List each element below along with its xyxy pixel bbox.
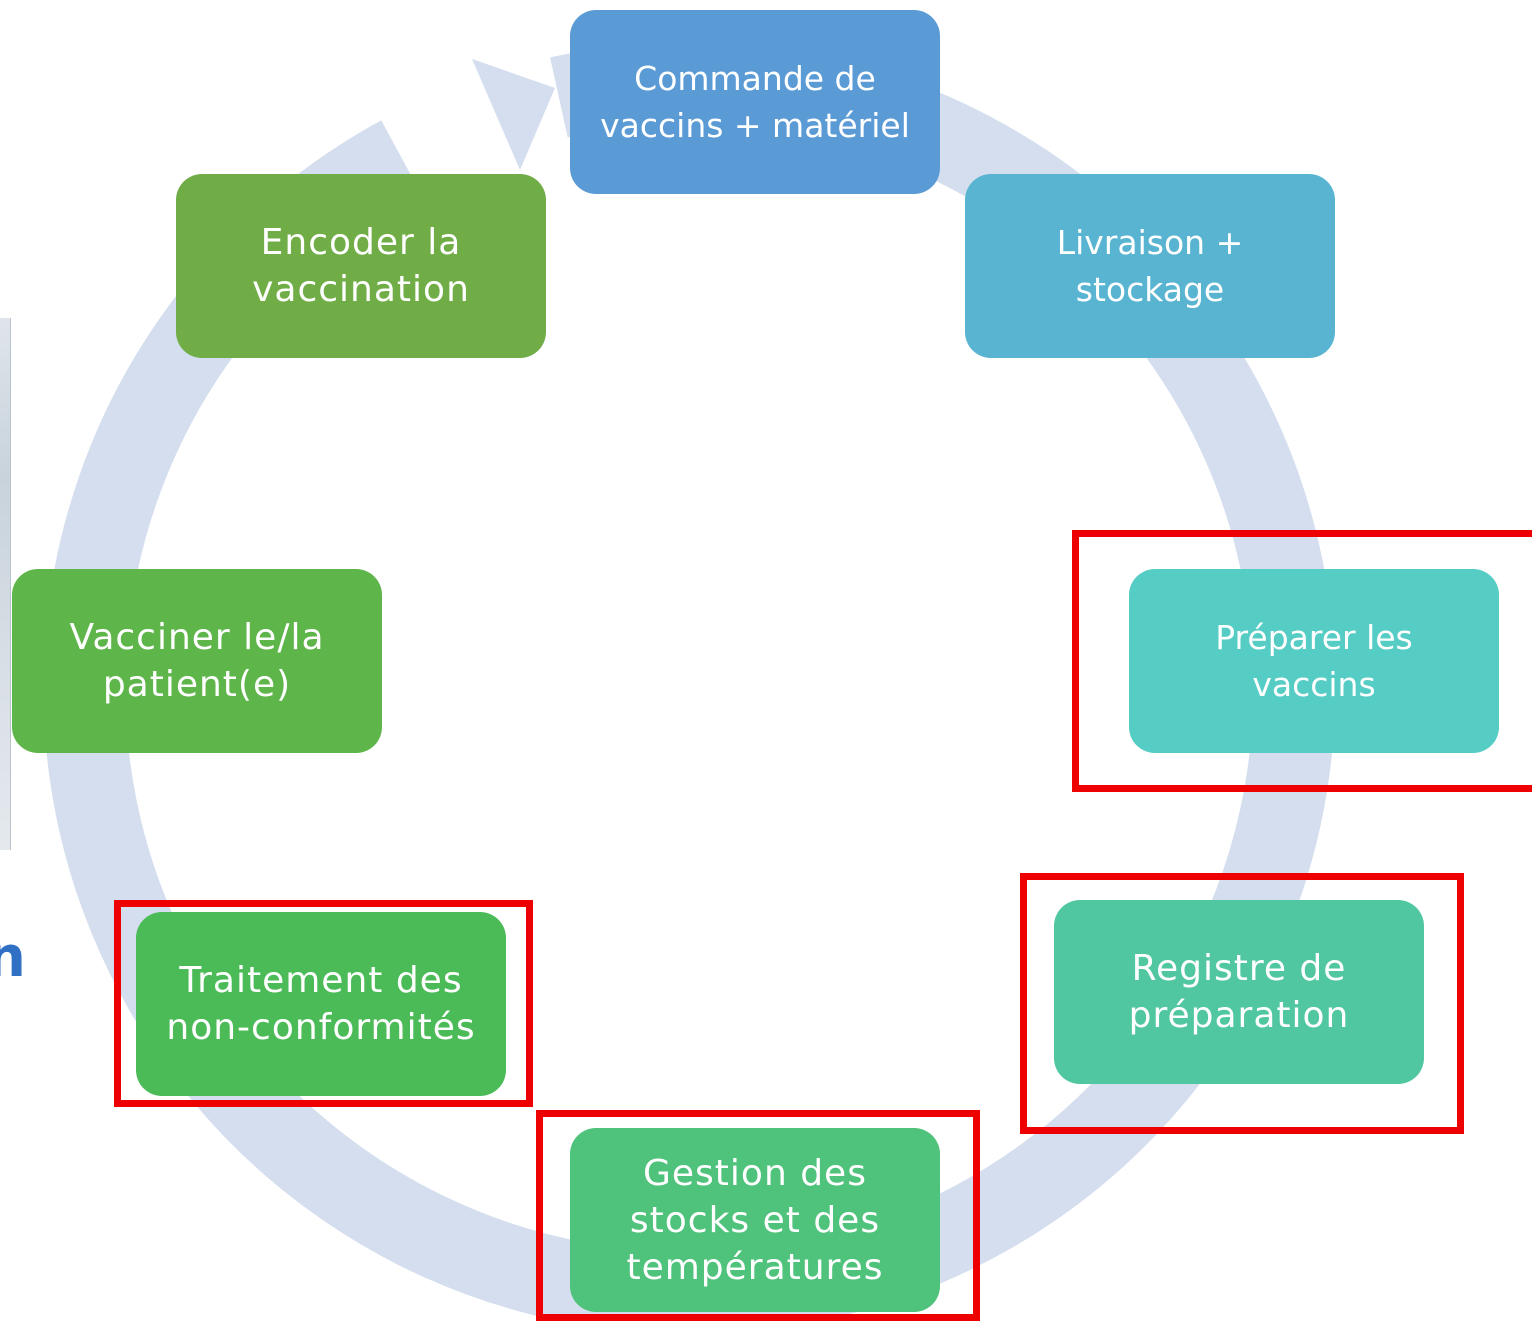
step-traitement: Traitement des non-conformités bbox=[136, 912, 506, 1096]
step-commande-label: Commande de vaccins + matériel bbox=[600, 59, 910, 145]
step-gestion: Gestion des stocks et des températures bbox=[570, 1128, 940, 1312]
step-commande: Commande de vaccins + matériel bbox=[570, 10, 940, 194]
step-encoder-label: Encoder la vaccination bbox=[252, 222, 470, 310]
step-registre-label: Registre de préparation bbox=[1128, 948, 1350, 1036]
highlight-box-preparer bbox=[1072, 530, 1532, 792]
highlight-box-registre bbox=[1020, 873, 1464, 1134]
cycle-arrowhead bbox=[472, 59, 555, 170]
step-preparer: Préparer les vaccins bbox=[1129, 569, 1499, 753]
step-livraison-label: Livraison + stockage bbox=[1056, 223, 1244, 309]
step-vacciner: Vacciner le/la patient(e) bbox=[12, 569, 382, 753]
step-gestion-label: Gestion des stocks et des températures bbox=[626, 1152, 884, 1288]
step-traitement-label: Traitement des non-conformités bbox=[166, 960, 476, 1048]
step-vacciner-label: Vacciner le/la patient(e) bbox=[69, 617, 325, 705]
step-preparer-label: Préparer les vaccins bbox=[1215, 618, 1413, 704]
cropped-side-image bbox=[0, 318, 11, 850]
highlight-box-gestion bbox=[536, 1110, 980, 1321]
cropped-title-fragment: n bbox=[0, 925, 26, 990]
step-livraison: Livraison + stockage bbox=[965, 174, 1335, 358]
step-encoder: Encoder la vaccination bbox=[176, 174, 546, 358]
step-registre: Registre de préparation bbox=[1054, 900, 1424, 1084]
highlight-box-traitement bbox=[114, 900, 533, 1107]
